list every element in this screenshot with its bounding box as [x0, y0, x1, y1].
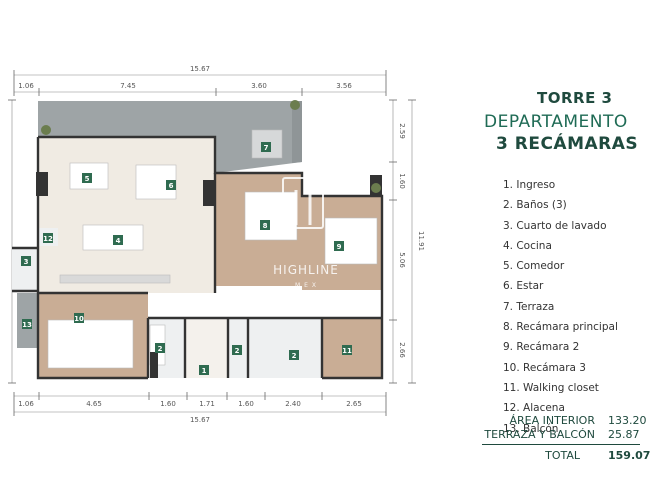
legend-item: 3. Cuarto de lavado	[503, 219, 607, 232]
area-total-label: TOTAL	[545, 449, 580, 462]
dim-right-1: 2.59	[398, 123, 406, 139]
dim-bottom-2: 4.65	[86, 400, 102, 408]
room-label-4: 4	[116, 237, 121, 245]
area-total-row: TOTAL 159.07	[470, 449, 650, 463]
area-terrace-row: TERRAZA Y BALCÓN 25.87	[470, 428, 640, 442]
legend-item: 10. Recámara 3	[503, 361, 586, 374]
dimension-lines	[11, 74, 413, 413]
dim-right-4: 2.66	[398, 342, 406, 358]
dim-bottom-total: 15.67	[190, 416, 210, 424]
legend-item: 2. Baños (3)	[503, 199, 567, 212]
room-label-1: 1	[202, 367, 207, 375]
room-label-13: 13	[22, 321, 32, 329]
room-label-9: 9	[337, 243, 342, 251]
dim-top-1: 1.06	[18, 82, 34, 90]
area-interior-label: ÁREA INTERIOR	[509, 414, 595, 427]
dim-bottom-7: 2.65	[346, 400, 362, 408]
plants	[41, 100, 381, 193]
terrace-floor-right	[292, 101, 302, 163]
area-terrace-label: TERRAZA Y BALCÓN	[484, 428, 595, 441]
columns	[36, 172, 382, 378]
area-summary: ÁREA INTERIOR 133.20 TERRAZA Y BALCÓN 25…	[470, 414, 650, 463]
watermark-sub: M E X	[295, 282, 317, 289]
area-interior-value: 133.20	[608, 414, 647, 427]
room-label-8: 8	[263, 222, 268, 230]
dim-right-total: 11.91	[417, 231, 425, 251]
watermark-brand: HIGHLINE	[273, 263, 339, 277]
area-terrace-value: 25.87	[608, 428, 640, 441]
legend-item: 4. Cocina	[503, 239, 552, 252]
dim-top-total: 15.67	[190, 65, 210, 73]
legend-item: 11. Walking closet	[503, 381, 599, 394]
dim-right-3: 5.06	[398, 252, 406, 268]
dim-top-4: 3.56	[336, 82, 352, 90]
legend-item: 8. Recámara principal	[503, 321, 618, 334]
dim-bottom-1: 1.06	[18, 400, 34, 408]
area-divider	[482, 444, 640, 445]
dim-bottom-4: 1.71	[199, 400, 215, 408]
room-legend: 1. Ingreso 2. Baños (3) 3. Cuarto de lav…	[503, 175, 618, 439]
dim-top-3: 3.60	[251, 82, 267, 90]
room-label-6: 6	[169, 182, 174, 190]
room-label-5: 5	[85, 175, 90, 183]
dim-right-2: 1.60	[398, 173, 406, 189]
bedrooms-title: 3 RECÁMARAS	[496, 134, 639, 154]
living-floor	[38, 137, 215, 293]
dim-bottom-3: 1.60	[160, 400, 176, 408]
legend-item: 7. Terraza	[503, 300, 555, 313]
room-label-12: 12	[43, 235, 53, 243]
room-label-10: 10	[74, 315, 84, 323]
dim-bottom-6: 2.40	[285, 400, 301, 408]
room-markers	[21, 142, 352, 375]
room-label-2a: 2	[158, 345, 163, 353]
apartment-title: DEPARTAMENTO	[484, 112, 628, 132]
bath-floor-3	[248, 318, 322, 378]
room-label-11: 11	[342, 347, 352, 355]
room-label-7: 7	[264, 144, 269, 152]
watermark: HIGHLINE M E X	[273, 177, 339, 289]
legend-item: 13. Balcón	[503, 422, 559, 435]
legend-item: 6. Estar	[503, 280, 544, 293]
floor-plan: 15.67 1.06 7.45 3.60 3.56 1.06 4.65 1.60…	[8, 65, 425, 424]
room-label-3: 3	[24, 258, 29, 266]
dimension-ticks	[8, 70, 416, 416]
legend-item: 5. Comedor	[503, 260, 565, 273]
room-label-2b: 2	[235, 347, 240, 355]
tower-title: TORRE 3	[537, 89, 613, 107]
dim-top-2: 7.45	[120, 82, 136, 90]
room-label-2c: 2	[292, 352, 297, 360]
area-interior-row: ÁREA INTERIOR 133.20	[470, 414, 647, 428]
dim-bottom-5: 1.60	[238, 400, 254, 408]
legend-item: 1. Ingreso	[503, 179, 556, 191]
laundry-floor	[12, 248, 38, 291]
area-total-value: 159.07	[608, 449, 650, 462]
legend-item: 9. Recámara 2	[503, 341, 580, 354]
legend-item: 12. Alacena	[503, 402, 565, 415]
